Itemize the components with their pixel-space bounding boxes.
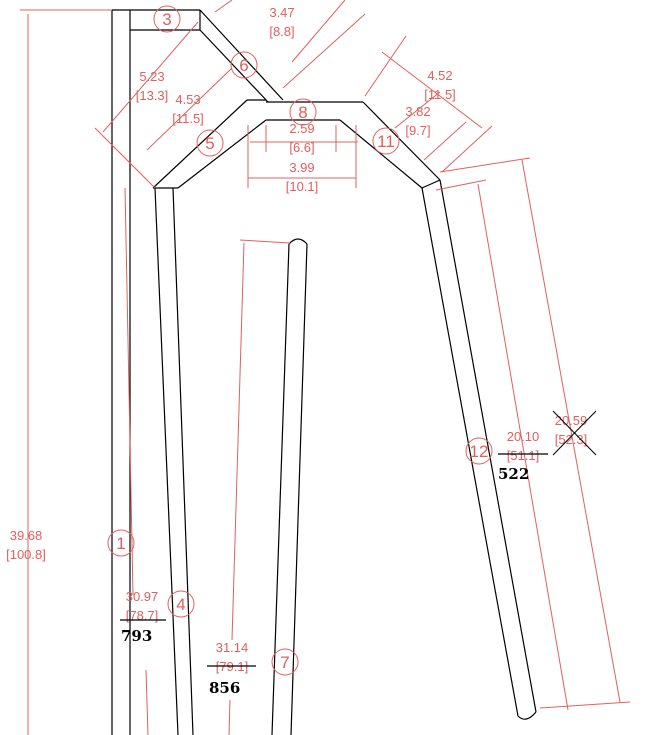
bubble-12: 12 — [465, 437, 493, 465]
callout-bubbles: 1 3 4 5 6 7 8 11 — [107, 5, 493, 676]
tube-5-diagonal — [152, 99, 267, 189]
dim-4-52-mm: [11.5] — [424, 87, 456, 102]
dim-30-97: 30.97 — [126, 589, 159, 604]
tube-8-top — [266, 101, 363, 121]
bubble-4: 4 — [167, 590, 195, 618]
tube-4-left-leg — [154, 187, 194, 735]
dimension-texts: 3.47 [8.8] 5.23 [13.3] 4.53 [11.5] 2.59 … — [6, 5, 587, 674]
bubble-6: 6 — [230, 51, 258, 79]
tube-6-diagonal — [199, 9, 284, 103]
dim-3-47: 3.47 — [269, 5, 294, 20]
handwritten-522: 522 — [498, 465, 529, 483]
svg-text:3: 3 — [162, 10, 171, 29]
dim-3-99: 3.99 — [289, 160, 314, 175]
bubble-11: 11 — [372, 127, 400, 155]
dim-39-68-mm: [100.8] — [6, 547, 46, 562]
dim-31-14: 31.14 — [216, 640, 249, 655]
svg-text:7: 7 — [280, 653, 289, 672]
svg-text:8: 8 — [298, 103, 307, 122]
dim-39-68: 39.68 — [10, 528, 43, 543]
dim-3-99-mm: [10.1] — [286, 179, 319, 194]
dim-20-10-mm: [51.1] — [507, 448, 540, 463]
dim-3-82: 3.82 — [405, 104, 430, 119]
dim-3-47-mm: [8.8] — [269, 24, 294, 39]
dim-3-82-mm: [9.7] — [405, 123, 430, 138]
svg-text:6: 6 — [239, 56, 248, 75]
dim-4-52: 4.52 — [427, 68, 452, 83]
handwritten-793: 793 — [121, 627, 152, 645]
handwritten-856: 856 — [209, 679, 240, 697]
svg-text:11: 11 — [377, 132, 395, 151]
dim-20-10: 20.10 — [507, 429, 540, 444]
tube-1-seat-tube — [111, 9, 131, 735]
dim-20-59-mm: [52.3] — [555, 432, 588, 447]
svg-text:1: 1 — [116, 534, 125, 553]
bubble-3: 3 — [153, 5, 181, 33]
dim-2-59-mm: [6.6] — [289, 140, 314, 155]
svg-text:12: 12 — [470, 442, 489, 461]
dim-5-23: 5.23 — [139, 69, 164, 84]
revision-underlines — [120, 453, 548, 667]
svg-text:5: 5 — [205, 134, 214, 153]
dim-4-53-mm: [11.5] — [172, 111, 204, 126]
handwritten-values: 793 856 522 — [121, 465, 529, 697]
dim-5-23-mm: [13.3] — [136, 88, 169, 103]
strikeout-cross — [552, 410, 597, 456]
tube-11-diagonal — [339, 101, 441, 189]
tube-3-top-cap — [130, 9, 201, 31]
dim-4-53: 4.53 — [175, 92, 200, 107]
dim-2-59: 2.59 — [289, 121, 314, 136]
dim-30-97-mm: [78.7] — [126, 608, 159, 623]
dimension-lines — [20, 0, 631, 735]
bubble-8: 8 — [289, 98, 317, 126]
tube-12-right-leg — [421, 179, 537, 720]
bubble-1: 1 — [107, 529, 135, 557]
dim-20-59: 20.59 — [555, 413, 588, 428]
bubble-5: 5 — [196, 129, 224, 157]
svg-text:4: 4 — [176, 595, 185, 614]
bubble-7: 7 — [271, 648, 299, 676]
